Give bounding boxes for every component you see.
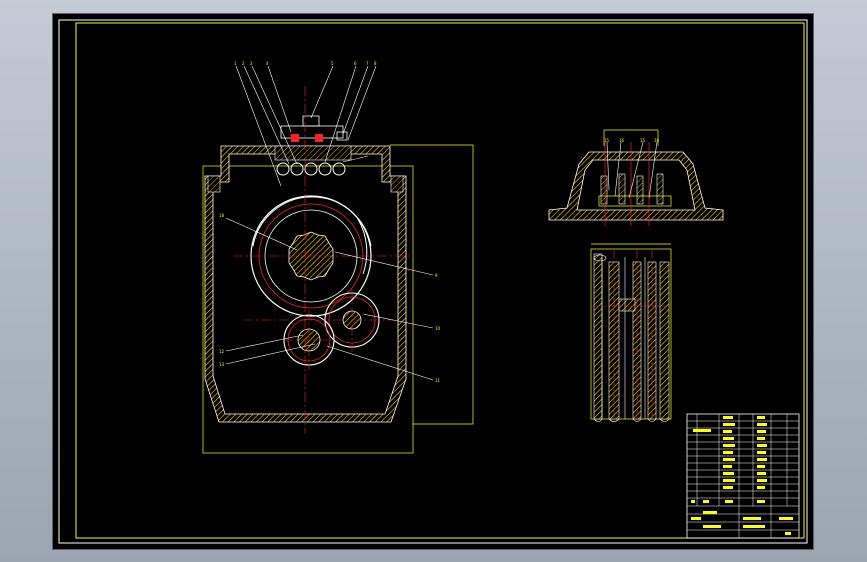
section-callout-d: 16 [654,138,660,143]
sheet-outer-border [58,19,808,544]
main-center-lines [233,86,413,434]
cad-viewport[interactable]: 1 2 3 4 5 6 7 8 18 9 10 11 12 13 [53,14,813,549]
main-view [202,65,474,454]
callout-1: 1 [234,61,237,66]
callout-5: 5 [331,61,334,66]
callout-13: 13 [219,362,225,367]
callout-10: 10 [435,326,441,331]
main-view-dimension-frame [202,165,414,454]
casing-wall [204,145,407,423]
section-callout-a: 15 [604,138,610,143]
callout-8: 8 [374,61,377,66]
sheet-inner-border [75,22,805,539]
callout-2: 2 [242,61,245,66]
callout-4: 4 [266,61,269,66]
housing-section [548,151,724,221]
section-view-top: 15 16 15 16 [548,129,724,226]
cad-drawing: 1 2 3 4 5 6 7 8 18 9 10 11 12 13 [58,19,808,544]
section-callout-b: 16 [619,138,625,143]
callout-6: 6 [354,61,357,66]
callout-11: 11 [435,378,441,383]
right-bolt-boss [390,175,404,193]
callout-9: 9 [435,273,438,278]
callout-12: 12 [219,349,225,354]
left-bolt-boss [207,175,221,193]
top-callouts: 1 2 3 4 5 6 7 8 [234,61,377,66]
top-valve-assembly [274,115,369,176]
main-view-dimension-frame-right [390,144,474,425]
section-view-side [590,243,672,422]
side-leader-lines [225,217,434,381]
callout-18: 18 [219,213,225,218]
top-leader-lines [235,65,377,187]
callout-7: 7 [366,61,369,66]
title-block [686,413,800,539]
callout-3: 3 [250,61,253,66]
section-callout-c: 15 [640,138,646,143]
side-callouts: 18 9 10 11 12 13 [219,213,441,383]
